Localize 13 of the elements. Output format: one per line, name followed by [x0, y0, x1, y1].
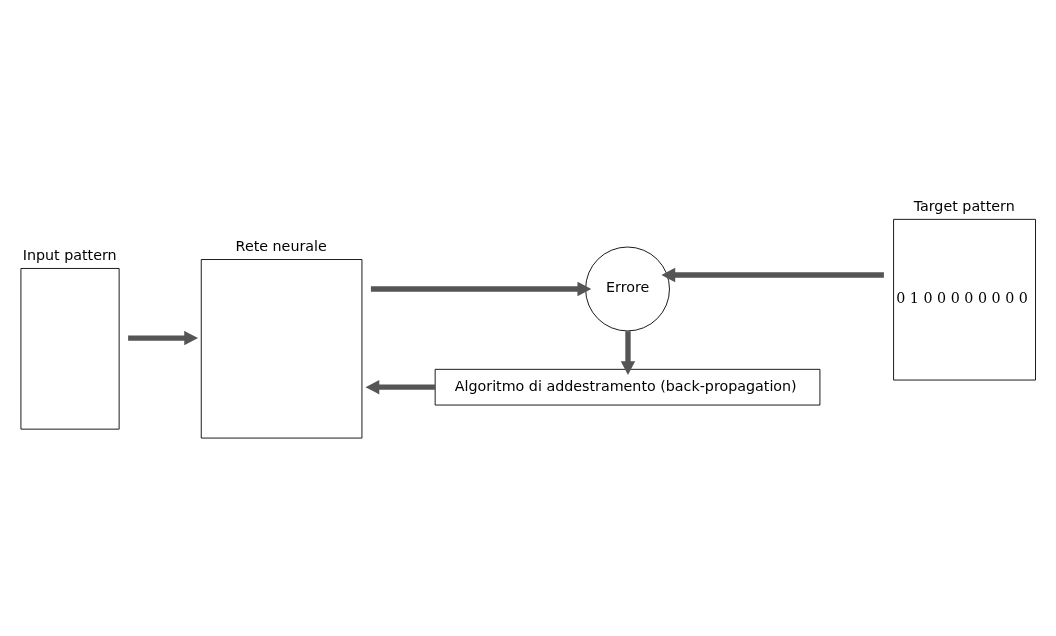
node-label: Rete neurale [235, 238, 327, 255]
arrow [661, 267, 884, 283]
arrow [365, 379, 436, 395]
node-label: Input pattern [22, 247, 117, 264]
node-label: Target pattern [913, 198, 1015, 215]
node-box: Algoritmo di addestramento (back-propagation) [434, 368, 821, 406]
arrow [128, 330, 199, 346]
node-box [20, 268, 120, 430]
arrow [370, 281, 592, 297]
arrow [620, 331, 636, 375]
node-box [200, 259, 363, 439]
node-box: 0 1 0 0 0 0 0 0 0 0 [893, 218, 1036, 381]
node-circle: Errore [585, 246, 670, 332]
